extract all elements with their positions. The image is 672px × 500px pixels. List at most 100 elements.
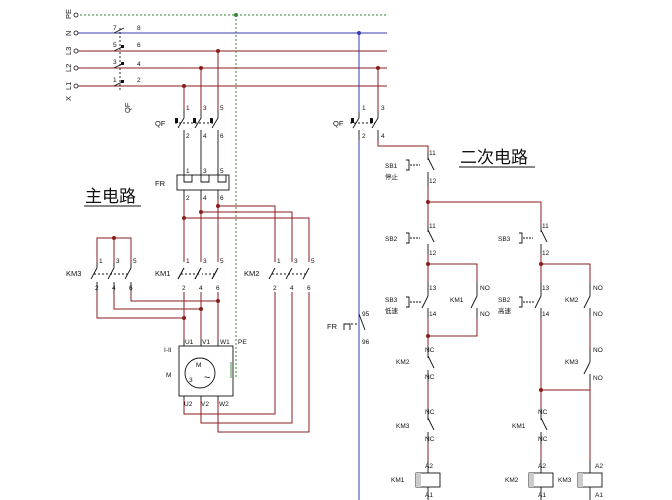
bus-label-l3: L3: [64, 47, 73, 55]
ctrl-qf-marks: [351, 118, 373, 123]
svg-text:12: 12: [429, 178, 437, 185]
main-qf-pins: 1 3 5 2 4 6: [186, 105, 224, 140]
svg-text:1: 1: [186, 258, 190, 265]
bus-labels: PE N L3 L2 L1 X QF: [64, 9, 132, 113]
main-qf-marks: [175, 118, 213, 123]
svg-text:2: 2: [186, 133, 190, 140]
motor-phase: 3: [189, 377, 193, 384]
svg-text:A2: A2: [595, 463, 603, 470]
svg-text:1: 1: [186, 168, 190, 175]
svg-text:NO: NO: [593, 347, 603, 354]
svg-text:3: 3: [381, 105, 385, 112]
motor: [178, 340, 234, 400]
svg-text:6: 6: [220, 195, 224, 202]
bus-end-circles: [73, 12, 79, 89]
svg-text:3: 3: [203, 258, 207, 265]
main-qf-label: QF: [155, 119, 166, 128]
fr-label: FR: [155, 179, 166, 188]
km2-main-label: KM2: [244, 269, 259, 278]
svg-text:5: 5: [220, 258, 224, 265]
km1-aux-label: KM1: [450, 297, 464, 304]
svg-text:14: 14: [542, 311, 550, 318]
svg-text:5: 5: [133, 258, 137, 265]
coil-km3-label: KM3: [558, 477, 572, 484]
svg-text:11: 11: [429, 223, 436, 230]
svg-text:14: 14: [429, 311, 437, 318]
svg-text:2: 2: [186, 195, 190, 202]
control-verticals: [358, 33, 379, 500]
coil-km2-label: KM2: [505, 477, 519, 484]
svg-text:6: 6: [307, 285, 311, 292]
svg-text:5: 5: [220, 105, 224, 112]
svg-text:5: 5: [311, 258, 315, 265]
svg-text:12: 12: [542, 250, 550, 257]
svg-text:2: 2: [182, 285, 186, 292]
svg-text:A1: A1: [538, 492, 546, 499]
bus-label-n: N: [64, 31, 73, 36]
svg-text:95: 95: [362, 311, 370, 318]
sb2-left-label: SB2: [385, 236, 398, 243]
sb3-left-sub: 低速: [385, 306, 399, 315]
x-label: X: [64, 96, 73, 101]
svg-text:NC: NC: [425, 436, 435, 443]
motor-tilde: ~: [204, 372, 210, 384]
sb3-left-label: SB3: [385, 297, 398, 304]
svg-text:3: 3: [203, 105, 207, 112]
svg-text:13: 13: [429, 285, 437, 292]
ctrl-labels: SB1 停止 11 12 SB2 11 12 SB3 11 12 SB3 低速 …: [385, 150, 603, 499]
km1-main-contacts-top: [177, 267, 219, 280]
sb1-sub: 停止: [385, 172, 399, 181]
svg-text:NC: NC: [538, 409, 548, 416]
motor-type-label: I-II: [164, 347, 172, 354]
svg-text:6: 6: [220, 133, 224, 140]
svg-text:NO: NO: [480, 285, 490, 292]
svg-text:A2: A2: [425, 463, 433, 470]
svg-text:PE: PE: [238, 339, 247, 346]
km1-main-gaps: [183, 269, 219, 281]
svg-text:1: 1: [99, 258, 103, 265]
fr-pins: 1 3 5 2 4 6: [186, 168, 224, 202]
bus-disconnect-marks: [121, 45, 124, 83]
km2-main-contacts: [268, 267, 310, 280]
svg-text:V1: V1: [202, 339, 210, 346]
svg-text:4: 4: [203, 133, 207, 140]
bus-label-l2: L2: [64, 64, 73, 72]
km3-main-pins: 1 3 5 2 4 6: [95, 258, 137, 292]
distribution-dots: [112, 204, 220, 320]
svg-text:1: 1: [362, 105, 366, 112]
km3-main-contacts: [90, 262, 132, 292]
interlock-km2-label: KM2: [396, 359, 410, 366]
svg-text:W1: W1: [220, 339, 230, 346]
svg-text:12: 12: [429, 250, 437, 257]
main-qf-breaker: [175, 110, 219, 140]
svg-text:4: 4: [203, 195, 207, 202]
bus-label-pe: PE: [64, 9, 73, 19]
svg-text:6: 6: [129, 285, 133, 292]
svg-text:A1: A1: [595, 492, 603, 499]
junction-dots: [182, 13, 380, 88]
svg-text:4: 4: [381, 133, 385, 140]
svg-text:3: 3: [203, 168, 207, 175]
sb3-right-label: SB3: [498, 236, 511, 243]
svg-text:U2: U2: [184, 401, 193, 408]
km1-main-label: KM1: [155, 269, 170, 278]
motor-side-label: M: [166, 372, 171, 379]
qf-to-fr: [183, 140, 219, 175]
svg-text:3: 3: [113, 59, 117, 66]
svg-text:W2: W2: [219, 401, 229, 408]
km3-aux-label: KM3: [565, 359, 579, 366]
km2-main-gaps: [274, 269, 310, 281]
svg-text:2: 2: [137, 77, 141, 84]
fr-relay: [176, 174, 230, 200]
ctrl-qf-label: QF: [333, 119, 344, 128]
svg-text:NC: NC: [425, 409, 435, 416]
svg-text:NC: NC: [425, 374, 435, 381]
control-circuit-title: 二次电路: [460, 148, 528, 167]
sb1-label: SB1: [385, 163, 398, 170]
coil-km1-label: KM1: [391, 477, 405, 484]
coil-fills: [416, 473, 583, 487]
svg-text:4: 4: [199, 285, 203, 292]
svg-text:NO: NO: [480, 311, 490, 318]
svg-text:11: 11: [542, 223, 549, 230]
